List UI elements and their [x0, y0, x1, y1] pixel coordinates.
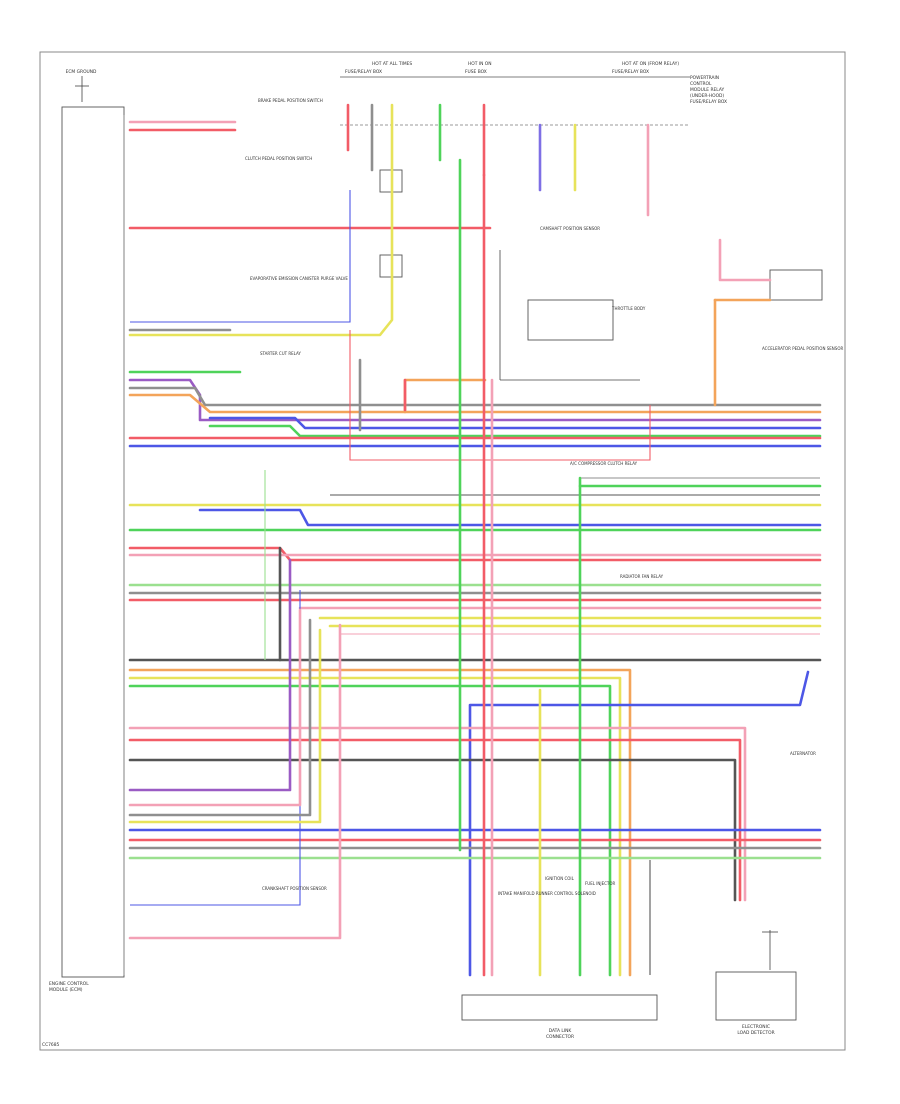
ecm-upper-wires: [128, 120, 492, 374]
fuse-label-1: HOT AT ALL TIMES: [372, 61, 412, 67]
pcm-relay-label-2: CONTROL: [690, 81, 712, 87]
bus-pink-3: [128, 726, 747, 902]
fuse-label-2: HOT IN ON: [468, 61, 492, 67]
side-label-8: ALTERNATOR: [790, 751, 816, 756]
side-label-2: EVAPORATIVE EMISSION CANISTER PURGE VALV…: [250, 276, 348, 281]
bus-orange-up: [128, 378, 487, 414]
dlc-label-1: DATA LINK: [549, 1028, 572, 1034]
fuse-label-3: HOT AT ON (FROM RELAY): [622, 61, 679, 67]
vertical-wires: [264, 158, 772, 977]
electronic-load-detector[interactable]: [715, 971, 797, 1021]
ecm-module[interactable]: [61, 106, 125, 978]
bus-green-1: [208, 424, 822, 438]
bus-red-thin: [349, 330, 651, 461]
pcm-relay-label-5: FUSE/RELAY BOX: [690, 99, 727, 105]
bus-blue-3: [198, 508, 822, 527]
bus-blue-4: [468, 670, 810, 977]
side-label-6: A/C COMPRESSOR CLUTCH RELAY: [570, 461, 638, 466]
wire-blue-thin: [130, 190, 351, 323]
bus-purple: [128, 378, 822, 422]
pedal-sensor-box[interactable]: [769, 269, 823, 301]
eld-label-2: LOAD DETECTOR: [737, 1030, 774, 1036]
bus-yellow-4: [128, 676, 622, 977]
wire-yellow-1: [128, 168, 394, 337]
diagram-border: [39, 51, 846, 1051]
bottom-label-2: IGNITION COIL: [545, 876, 575, 881]
bus-yellow-low: [128, 628, 322, 824]
side-label-0: BRAKE PEDAL POSITION SWITCH: [258, 98, 323, 103]
pcm-relay-label-4: (UNDER-HOOD): [690, 93, 724, 99]
bus-gray-low: [128, 618, 312, 817]
side-label-3: THROTTLE BODY: [611, 306, 646, 311]
fuse-drops: [346, 103, 650, 217]
ecm-ground-label: ECM GROUND: [66, 69, 97, 75]
side-label-7: RADIATOR FAN RELAY: [620, 574, 664, 579]
fuse-sub-2: FUSE BOX: [465, 69, 487, 75]
pcm-relay-label-3: MODULE RELAY: [690, 87, 724, 93]
side-label-5: STARTER CUT RELAY: [260, 351, 301, 356]
side-label-1: CLUTCH PEDAL POSITION SWITCH: [245, 156, 312, 161]
bus-purple-low: [128, 558, 292, 792]
eld-label-1: ELECTRONIC: [742, 1024, 770, 1030]
throttle-body[interactable]: [527, 299, 614, 341]
side-label-10: CAMSHAFT POSITION SENSOR: [540, 226, 600, 231]
fuse-sub-1: FUSE/RELAY BOX: [345, 69, 382, 75]
dlc-label-2: CONNECTOR: [546, 1034, 574, 1040]
footer-code: CC7685: [42, 1042, 60, 1048]
bus-pink-bottom: [128, 623, 342, 940]
bus-blue-1: [208, 416, 822, 430]
fuse-sub-3: FUSE/RELAY BOX: [612, 69, 649, 75]
side-label-4: ACCELERATOR PEDAL POSITION SENSOR: [762, 346, 843, 351]
bus-pink-low: [128, 608, 302, 807]
data-link-connector[interactable]: [461, 994, 658, 1021]
bus-wires: [128, 330, 822, 977]
bottom-label-3: FUEL INJECTOR: [585, 881, 616, 886]
bus-black-3: [128, 758, 737, 902]
pcm-relay-label-1: POWERTRAIN: [690, 75, 719, 81]
side-label-9: CRANKSHAFT POSITION SENSOR: [262, 886, 327, 891]
bus-red-4: [128, 738, 742, 902]
ecm-label-line2: MODULE (ECM): [49, 987, 83, 993]
bus-gray-1: [128, 386, 822, 407]
ecm-label-line1: ENGINE CONTROL: [49, 981, 89, 987]
hwire-pink-sensor: [718, 238, 772, 282]
bus-orange-2: [128, 668, 632, 977]
bottom-label-1: INTAKE MANIFOLD RUNNER CONTROL SOLENOID: [498, 891, 596, 896]
